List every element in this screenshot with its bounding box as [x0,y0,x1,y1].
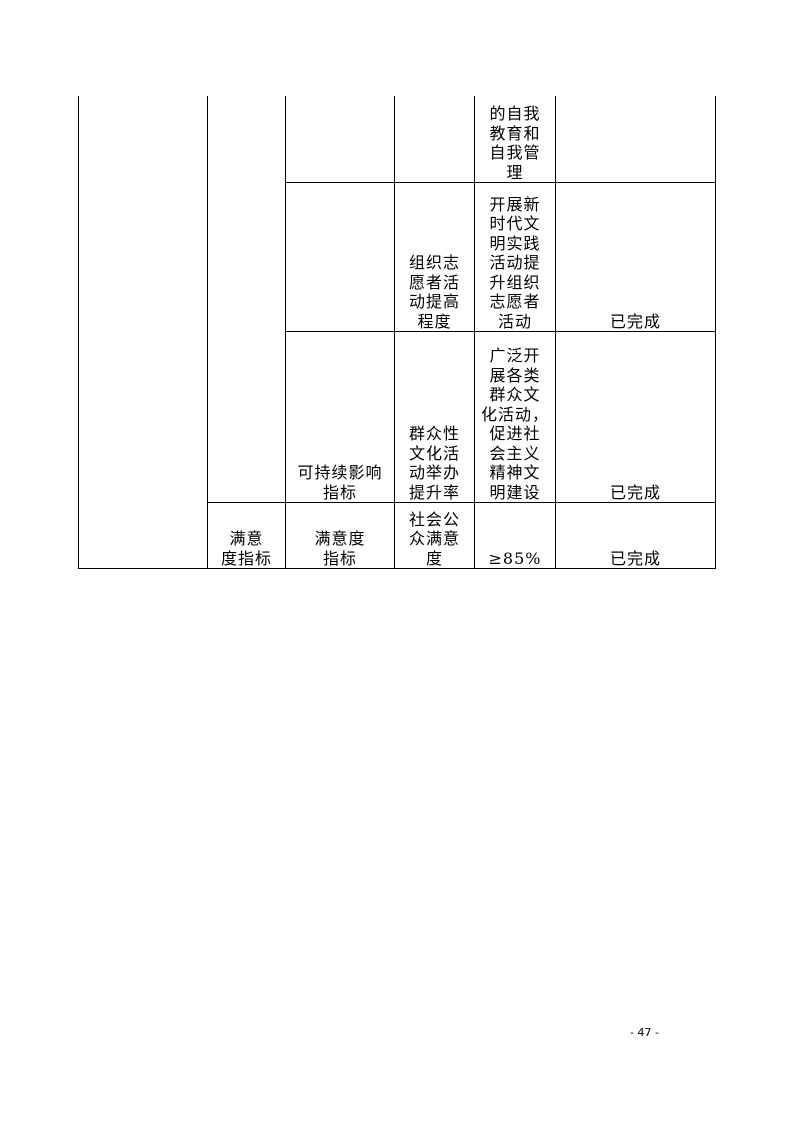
table-rule [715,96,716,569]
table-cell-result: 已完成 [609,311,661,331]
table-cell-level2: 满意 度指标 [220,529,272,568]
table-cell-indicator: 群众性 文化活 动举办 提升率 [408,424,460,502]
table-cell-level3: 可持续影响 指标 [297,463,383,502]
table-cell-result: 已完成 [609,548,661,568]
table-rule [207,96,208,569]
table-cell-level3: 满意度 指标 [314,529,366,568]
table-cell-target: ≥85% [488,548,542,568]
table-cell-indicator: 社会公 众满意 度 [408,509,460,568]
table-rule [555,96,556,569]
table-cell-indicator: 组织志 愿者活 动提高 程度 [408,253,460,331]
performance-indicator-table: 的自我 教育和 自我管 理 组织志 愿者活 动提高 程度 开展新 时代文 明实践… [78,96,716,569]
table-bottom-rule [78,568,716,569]
table-cell-target: 开展新 时代文 明实践 活动提 升组织 志愿者 活动 [489,194,541,331]
table-cell-result: 已完成 [609,482,661,502]
table-rule [285,96,286,569]
page-number: - 47 - [630,1026,659,1039]
table-rule [207,502,716,503]
table-rule [474,96,475,569]
table-rule [78,96,79,569]
table-rule [394,96,395,569]
table-cell-target: 的自我 教育和 自我管 理 [489,104,541,182]
table-cell-target: 广泛开 展各类 群众文 化活动， 促进社 会主义 精神文 明建设 [480,346,549,502]
table-rule [285,331,716,332]
table-rule [285,182,716,183]
